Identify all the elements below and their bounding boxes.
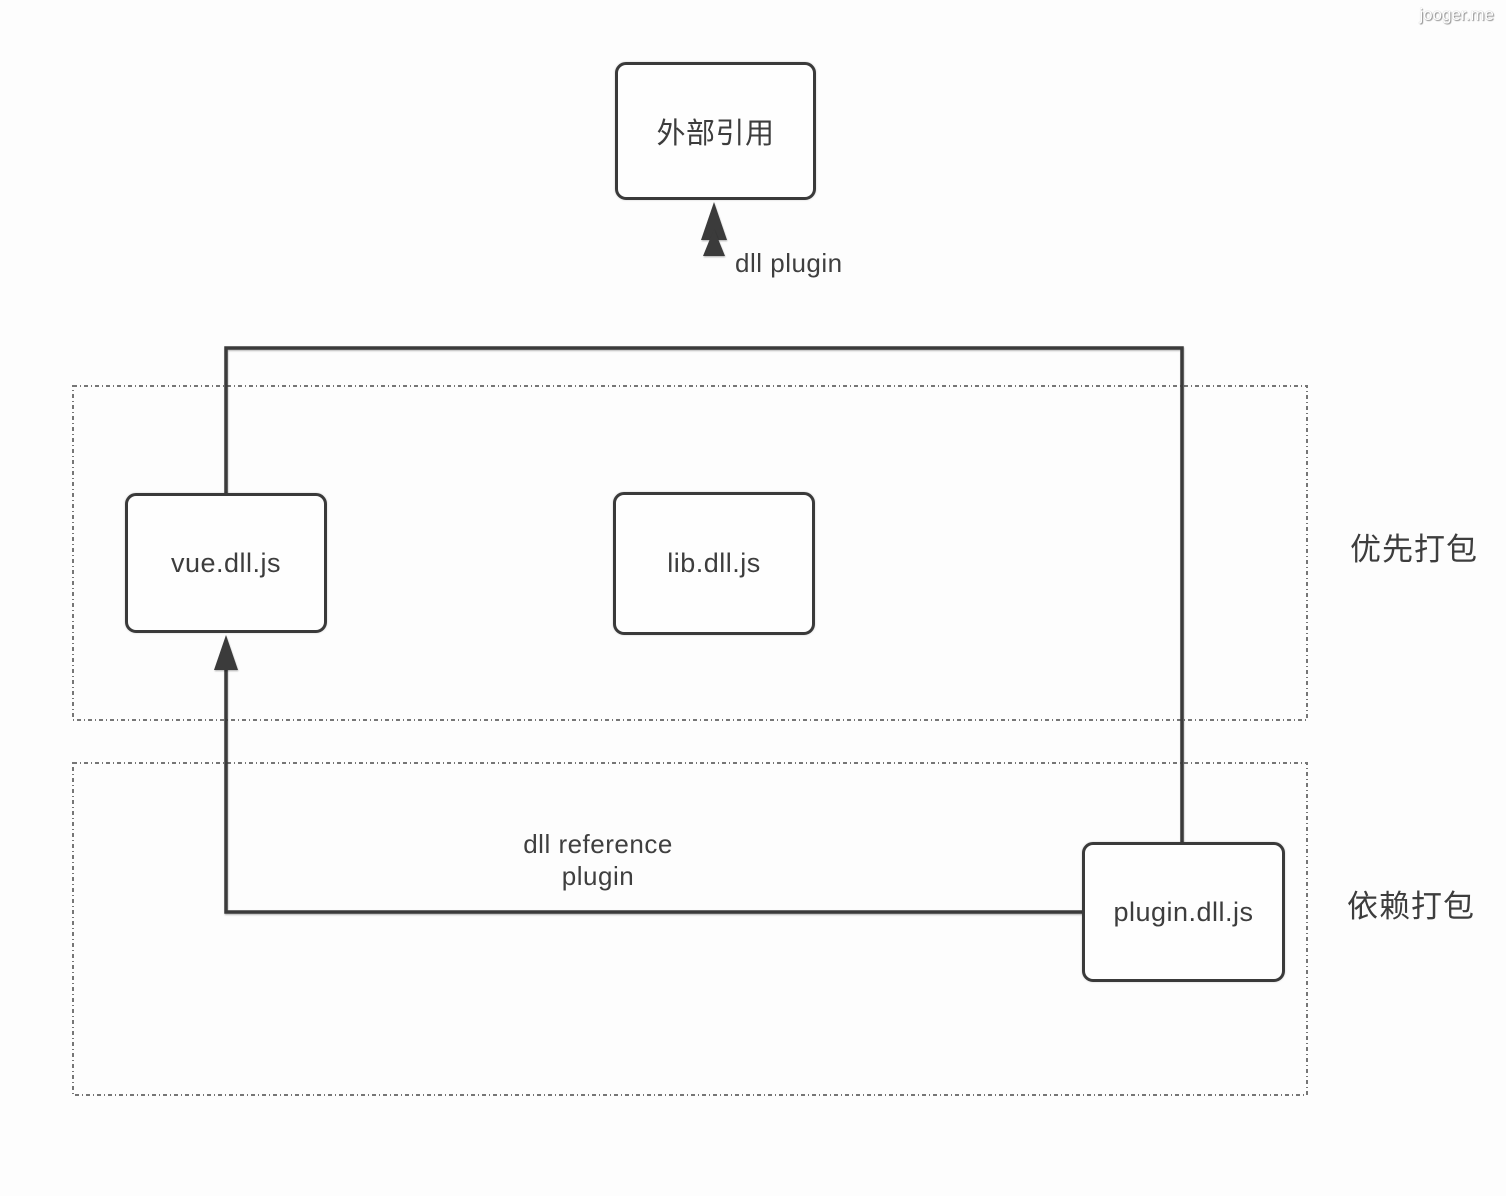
node-plugin-dll-js: plugin.dll.js: [1082, 842, 1285, 982]
node-vue-dll-js-label: vue.dll.js: [170, 547, 282, 578]
node-vue-dll-js: vue.dll.js: [125, 493, 327, 633]
node-external-reference-label: 外部引用: [656, 118, 775, 150]
group-priority-box: [72, 385, 1308, 721]
edge-label-dll-reference-plugin: dll reference plugin: [508, 828, 688, 892]
node-external-reference: 外部引用: [615, 62, 816, 200]
arrowhead-dll-reference: [214, 635, 238, 670]
arrowhead-dll-plugin-outer: [701, 202, 727, 240]
group-dependency-box: [72, 762, 1308, 1096]
node-lib-dll-js: lib.dll.js: [613, 492, 815, 635]
edge-label-dll-reference-line2: plugin: [561, 861, 635, 891]
edge-label-dll-plugin: dll plugin: [735, 248, 843, 278]
group-label-dependency-packaging: 依赖打包: [1347, 889, 1475, 924]
edge-label-dll-reference-line1: dll reference: [523, 829, 673, 859]
edge-vue-rail-plugin: [224, 346, 1184, 843]
node-plugin-dll-js-label: plugin.dll.js: [1113, 896, 1254, 927]
arrowhead-dll-plugin-inner: [703, 229, 725, 256]
group-label-priority-packaging: 优先打包: [1350, 532, 1478, 567]
edge-plugin-to-vue: [224, 648, 1082, 914]
watermark-text: jooger.me: [1419, 5, 1494, 24]
node-lib-dll-js-label: lib.dll.js: [667, 548, 761, 578]
